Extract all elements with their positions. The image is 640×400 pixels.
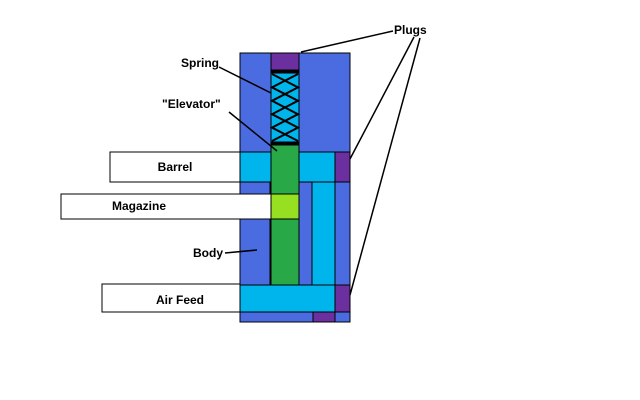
plugs-label: Plugs bbox=[394, 23, 427, 37]
air-feed-plug bbox=[334, 284, 351, 313]
plugs-pointer-line-barrel bbox=[349, 36, 415, 160]
body-bottom-strip-left bbox=[239, 311, 314, 323]
elevator-label: "Elevator" bbox=[162, 97, 221, 111]
spring-cap-bottom bbox=[271, 141, 299, 145]
body-right-wall bbox=[334, 181, 351, 286]
body-left-column-lower bbox=[239, 218, 271, 286]
magazine-follower bbox=[270, 193, 300, 220]
body-mid-wall bbox=[297, 181, 313, 286]
body-pointer-line bbox=[224, 249, 258, 254]
plugs-pointer-line-top bbox=[300, 30, 394, 53]
air-channel-vertical bbox=[311, 181, 336, 286]
barrel-plug bbox=[334, 151, 351, 183]
spring-cap-top bbox=[271, 70, 299, 74]
air-feed-channel bbox=[239, 284, 336, 313]
spring-label: Spring bbox=[181, 56, 219, 70]
spring-coil-icon bbox=[269, 73, 301, 142]
elevator-pointer-line bbox=[228, 111, 278, 152]
body-bottom-strip-right bbox=[334, 311, 351, 323]
body-left-column-upper bbox=[239, 181, 271, 195]
barrel-label-box bbox=[109, 151, 241, 183]
spring-pointer-line bbox=[218, 66, 272, 94]
plugs-pointer-line-air-feed bbox=[349, 37, 421, 296]
body-label: Body bbox=[193, 246, 223, 260]
magazine-label-box bbox=[60, 193, 272, 220]
bottom-plug bbox=[312, 311, 336, 323]
magazine-label: Magazine bbox=[112, 199, 167, 213]
top-plug bbox=[270, 52, 300, 71]
air-feed-label-box bbox=[101, 283, 241, 313]
barrel-label: Barrel bbox=[157, 160, 193, 174]
air-feed-label: Air Feed bbox=[156, 293, 205, 307]
